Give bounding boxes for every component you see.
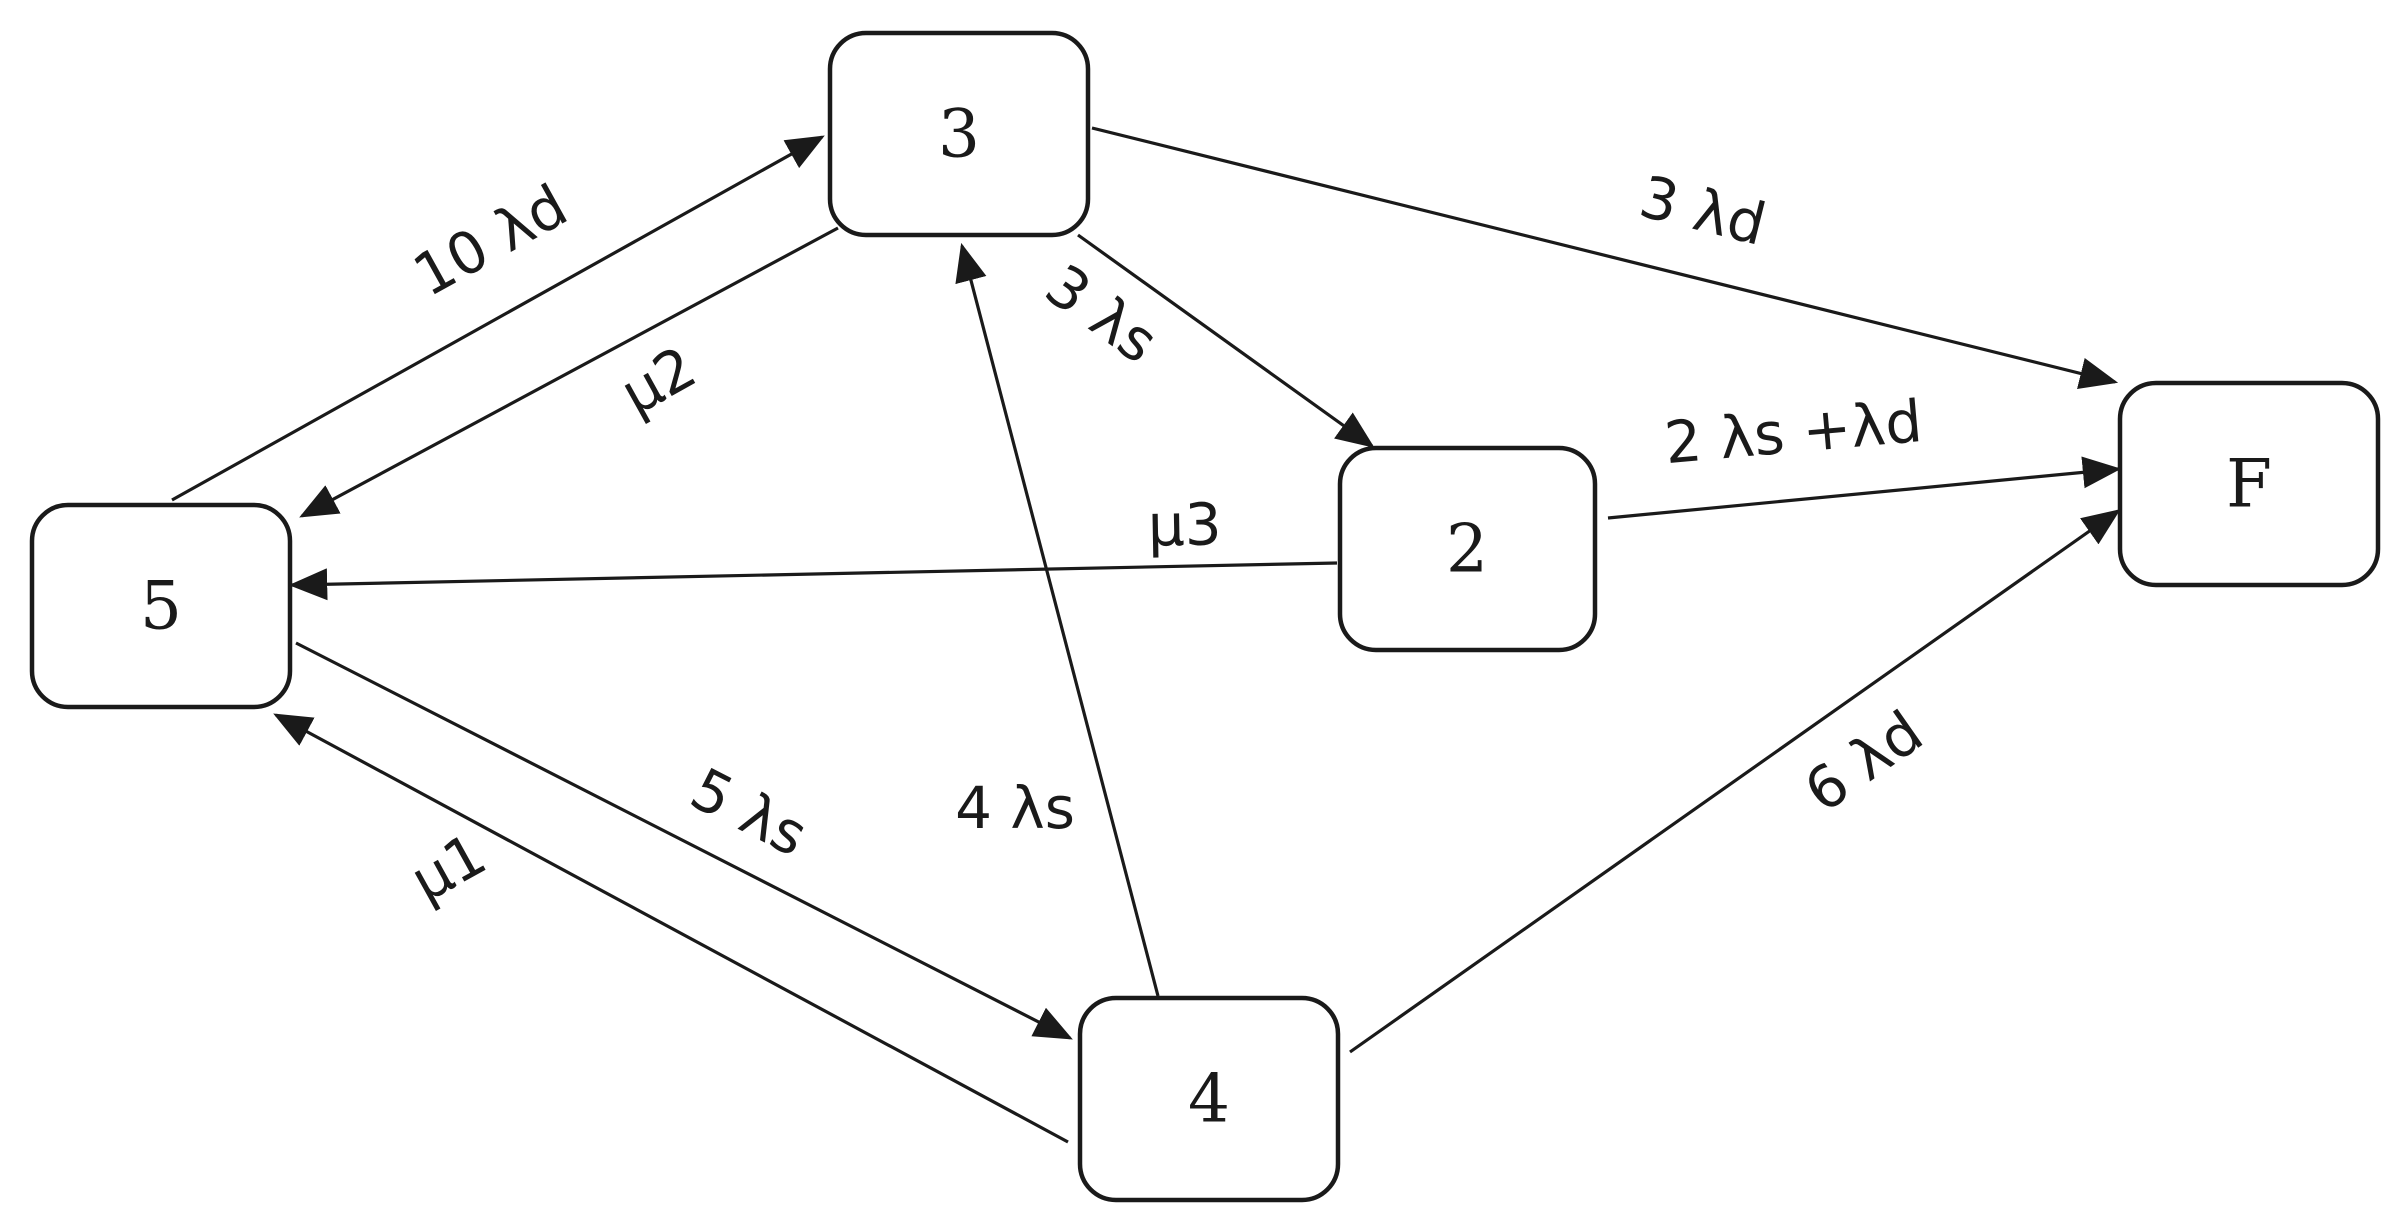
edge-label-3-to-5: μ2	[610, 333, 708, 428]
node-label-2: 2	[1446, 511, 1488, 588]
node-label-3: 3	[938, 96, 980, 173]
node-F: F	[2117, 380, 2381, 588]
node-3: 3	[827, 30, 1091, 238]
edge-2-to-5	[288, 561, 1338, 601]
node-2: 2	[1337, 445, 1598, 653]
edge-label-4-to-3: 4 λs	[955, 774, 1075, 842]
edge-label-2-to-F: 2 λs +λd	[1662, 387, 1925, 477]
edge-label-5-to-4: 5 λs	[680, 755, 818, 870]
edge-label-3-to-2: 3 λs	[1033, 251, 1170, 376]
node-label-5: 5	[140, 568, 182, 645]
edge-3-to-5	[299, 226, 839, 518]
edge-label-3-to-F: 3 λd	[1633, 162, 1772, 259]
edge-3-to-F	[1091, 126, 2119, 390]
edge-5-to-3	[171, 135, 825, 502]
edge-2-to-F	[1607, 456, 2122, 520]
node-label-F: F	[2226, 446, 2272, 523]
edge-4-to-5	[273, 713, 1069, 1144]
edge-label-4-to-5: μ1	[400, 820, 498, 915]
edge-5-to-4	[295, 641, 1073, 1040]
edge-3-to-2	[1077, 233, 1375, 448]
edge-4-to-F	[1349, 509, 2121, 1054]
node-label-4: 4	[1188, 1061, 1230, 1138]
node-4: 4	[1077, 995, 1341, 1203]
edge-4-to-3	[955, 242, 1160, 997]
edge-label-2-to-5: μ3	[1147, 490, 1222, 559]
edge-label-4-to-F: 6 λd	[1792, 697, 1935, 825]
node-5: 5	[29, 502, 293, 710]
